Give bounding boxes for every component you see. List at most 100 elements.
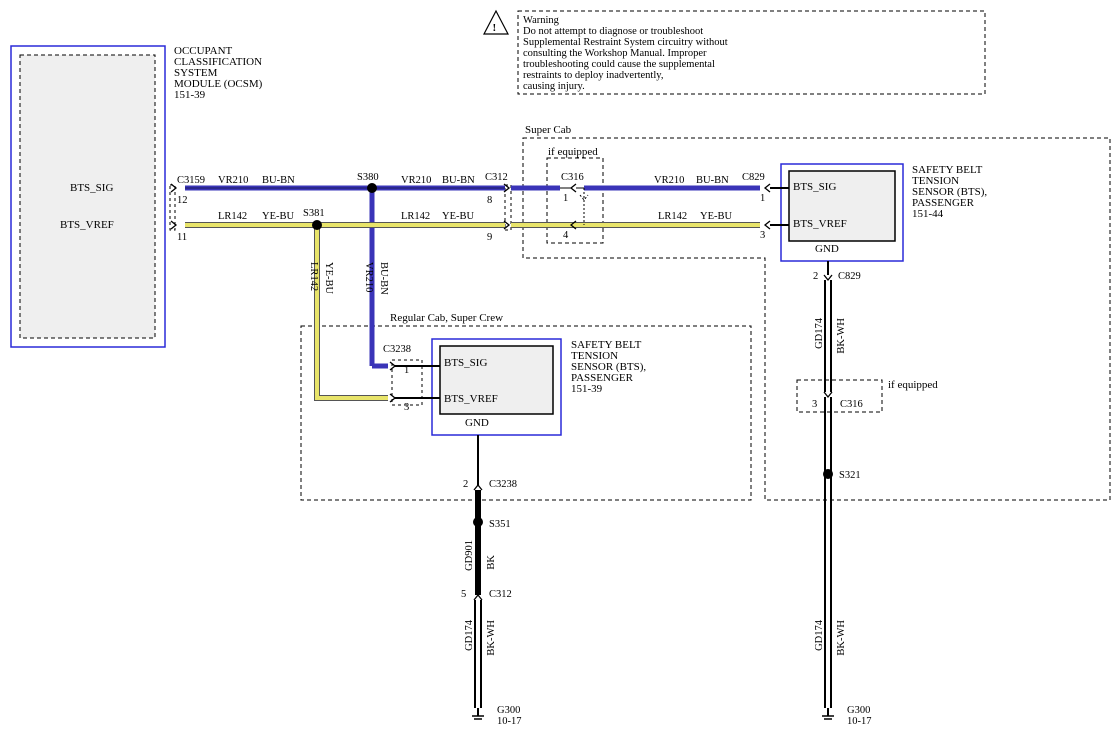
if-equipped-zone-2 <box>796 379 883 413</box>
label-wire-lr142-c: LR142 <box>658 211 687 222</box>
sensor-139-title-3: PASSENGER <box>571 372 634 384</box>
label-wire-gd901: GD901 <box>464 540 475 571</box>
c3238-connector-outline <box>391 359 423 406</box>
sensor-144-title-0: SAFETY BELT <box>912 164 983 176</box>
ocsm-inner-box <box>19 54 156 339</box>
label-wire-bkwh-r1: BK-WH <box>836 318 847 354</box>
label-wire-lr142-b: LR142 <box>401 211 430 222</box>
chevron-c312-5 <box>473 593 483 601</box>
splice-s380 <box>367 183 377 193</box>
label-s321: S321 <box>839 470 861 481</box>
ocsm-title-4: 151-39 <box>174 89 206 101</box>
c312-connector-outline <box>504 184 512 231</box>
chevron-c829-2 <box>823 274 833 282</box>
warning-line-2: Supplemental Restraint System circuitry … <box>523 37 728 48</box>
super-cab-label: Super Cab <box>525 124 572 136</box>
wire-s381-to-c3238 <box>315 225 388 400</box>
label-c312b-p5: 5 <box>461 589 466 600</box>
chevron-c3238-3 <box>389 393 397 403</box>
sensor-passenger-151-44: BTS_SIG BTS_VREF GND SAFETY BELT TENSION… <box>770 163 987 262</box>
warning-line-4: troubleshooting could cause the suppleme… <box>523 59 715 70</box>
label-c312: C312 <box>485 172 508 183</box>
chevron-c3238-2 <box>473 483 483 491</box>
sensor-139-title-1: TENSION <box>571 350 618 362</box>
wire-s381-outline <box>314 225 388 401</box>
vref-wire-lr142 <box>185 222 760 401</box>
label-wire-gd174-r1: GD174 <box>814 317 825 349</box>
ocsm-title-3: MODULE (OCSM) <box>174 78 263 90</box>
label-c316: C316 <box>561 172 584 183</box>
chevron-c829-1 <box>763 183 771 193</box>
if-equipped-label-2: if equipped <box>888 379 938 391</box>
label-s380: S380 <box>357 172 379 183</box>
label-c3238b-p2: 2 <box>463 479 468 490</box>
label-wire-lr142-a: LR142 <box>218 211 247 222</box>
label-wire-vr210-v: VR210 <box>363 262 374 292</box>
warning-line-6: causing injury. <box>523 81 585 92</box>
label-g300-left-ref: 10-17 <box>497 716 522 727</box>
ground-wires <box>472 261 834 720</box>
label-c312-p9: 9 <box>487 232 492 243</box>
label-c3159-p11: 11 <box>177 232 187 243</box>
warning-line-0: Warning <box>523 15 560 26</box>
regular-cab-zone <box>300 325 752 501</box>
ocsm-pin-sig: BTS_SIG <box>70 182 113 194</box>
chevron-c316-4 <box>569 220 577 230</box>
chevron-c829-3 <box>763 220 771 230</box>
signal-wire-vr210 <box>185 185 790 369</box>
label-c316b-p3: 3 <box>812 399 817 410</box>
label-wire-bkwh-l: BK-WH <box>486 620 497 656</box>
sensor-139-title-0: SAFETY BELT <box>571 339 642 351</box>
chevron-c316-1 <box>569 183 577 193</box>
sensor-139-sig: BTS_SIG <box>444 357 487 369</box>
sensor-passenger-151-39: BTS_SIG BTS_VREF GND SAFETY BELT TENSION… <box>395 338 646 436</box>
warning-triangle-icon <box>483 9 509 35</box>
label-wire-bubn-c: BU-BN <box>696 175 729 186</box>
ocsm-module: BTS_SIG BTS_VREF OCCUPANT CLASSIFICATION… <box>10 45 263 348</box>
sensor-144-vref: BTS_VREF <box>793 218 847 230</box>
label-wire-gd174-r2: GD174 <box>814 619 825 651</box>
label-c829-p2: 2 <box>813 271 818 282</box>
warning-line-5: restraints to deploy inadvertently, <box>523 70 663 81</box>
label-c312b: C312 <box>489 589 512 600</box>
label-c3238: C3238 <box>383 344 411 355</box>
if-equipped-label: if equipped <box>548 146 598 158</box>
splice-s381 <box>312 220 322 230</box>
label-wire-bkwh-r2: BK-WH <box>836 620 847 656</box>
sensor-144-inner <box>788 170 896 242</box>
sensor-144-title-3: PASSENGER <box>912 197 975 209</box>
label-c316-p4: 4 <box>563 230 569 241</box>
chevron-c3159-11 <box>170 220 178 230</box>
sensor-144-title-4: 151-44 <box>912 208 944 220</box>
label-wire-vr210-c: VR210 <box>654 175 684 186</box>
warning-block: ! Warning Do not attempt to diagnose or … <box>483 9 986 95</box>
sensor-139-gnd: GND <box>465 417 489 429</box>
label-wire-yebu-c: YE-BU <box>700 211 732 222</box>
label-wire-yebu-v: YE-BU <box>323 262 334 294</box>
label-s381: S381 <box>303 208 325 219</box>
label-c829-p3: 3 <box>760 230 765 241</box>
sensor-139-title-4: 151-39 <box>571 383 603 395</box>
label-c3159: C3159 <box>177 175 205 186</box>
label-g300-left: G300 <box>497 705 520 716</box>
sensor-144-gnd: GND <box>815 243 839 255</box>
chevron-c316-3 <box>823 391 833 399</box>
label-wire-vr210-b: VR210 <box>401 175 431 186</box>
label-wire-gd174-l: GD174 <box>464 619 475 651</box>
sensor-144-title-1: TENSION <box>912 175 959 187</box>
label-c829-p1: 1 <box>760 193 765 204</box>
ocsm-pin-vref: BTS_VREF <box>60 219 114 231</box>
label-c829: C829 <box>742 172 765 183</box>
label-wire-yebu-b: YE-BU <box>442 211 474 222</box>
label-c312-p8: 8 <box>487 195 492 206</box>
regular-cab-label: Regular Cab, Super Crew <box>390 312 503 324</box>
connector-chevrons <box>170 183 833 601</box>
label-wire-bk: BK <box>486 555 497 570</box>
sensor-139-title-2: SENSOR (BTS), <box>571 361 646 373</box>
sensor-139-inner <box>439 345 554 415</box>
sensor-144-sig: BTS_SIG <box>793 181 836 193</box>
chevron-c312-8 <box>503 183 511 193</box>
label-wire-bubn-a: BU-BN <box>262 175 295 186</box>
label-g300-right: G300 <box>847 705 870 716</box>
